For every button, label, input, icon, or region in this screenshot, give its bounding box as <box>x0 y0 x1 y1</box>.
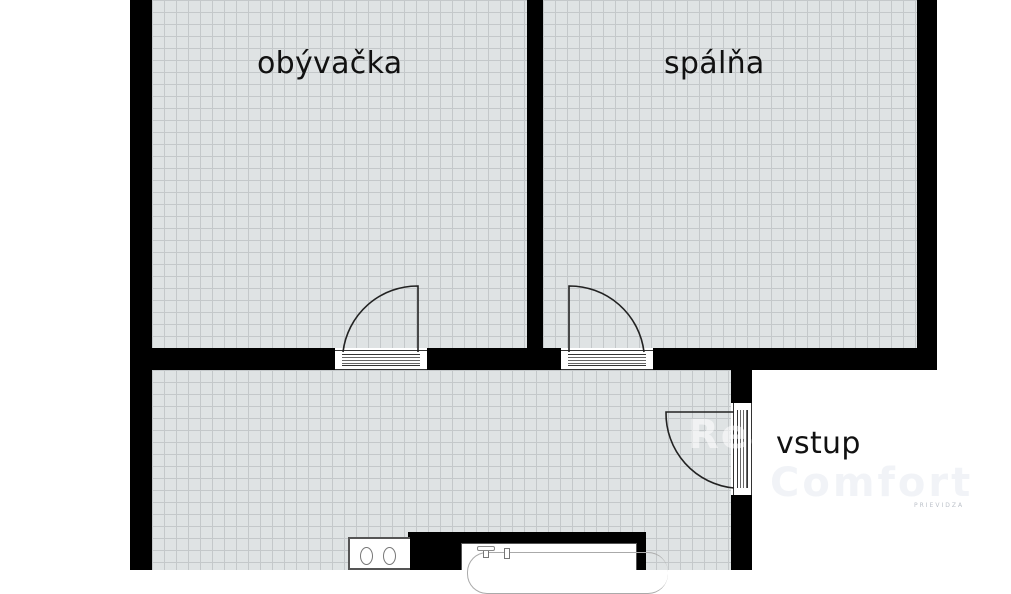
bedroom-door-icon[interactable] <box>567 284 647 354</box>
horizontal-wall-segment-1 <box>152 348 335 370</box>
hallway-right-wall-upper <box>731 370 752 403</box>
bedroom-door-sill <box>561 350 653 370</box>
bathtub-icon <box>461 543 668 594</box>
hallway-right-wall-lower <box>731 495 752 570</box>
living-room-door-sill <box>335 350 427 370</box>
room-divider-wall <box>527 0 543 370</box>
right-outer-wall <box>917 0 937 370</box>
entrance-door-sill <box>733 403 752 495</box>
horizontal-wall-segment-3 <box>653 348 937 370</box>
washing-machine-icon <box>348 537 410 570</box>
room-label-entrance: vstup <box>776 426 861 461</box>
watermark-reality: Reality <box>688 412 860 458</box>
watermark-location: PRIEVIDZA <box>914 502 965 509</box>
horizontal-wall-segment-2 <box>427 348 561 370</box>
living-room-floor <box>152 0 527 348</box>
room-label-living-room: obývačka <box>257 46 403 81</box>
bedroom-floor <box>543 0 917 348</box>
left-outer-wall <box>130 0 152 570</box>
entrance-door-icon[interactable] <box>664 410 736 490</box>
watermark-comfort: Comfort <box>770 460 974 506</box>
room-label-bedroom: spálňa <box>664 46 765 81</box>
living-room-door-icon[interactable] <box>340 284 420 354</box>
